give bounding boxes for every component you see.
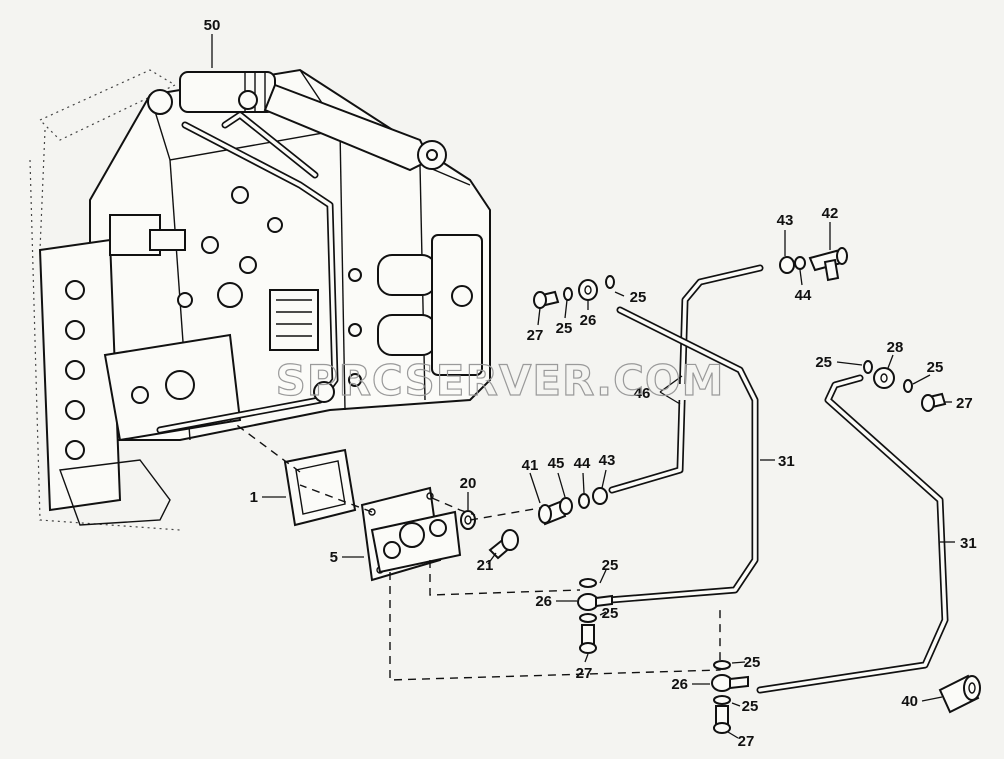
banjo-bolt-part-27-low [713, 705, 731, 734]
seal-ring-part-25-right-a [863, 360, 873, 374]
callout-27-top: 27 [527, 327, 544, 344]
seal-ring-part-25-mid-b [579, 613, 597, 623]
callout-1: 1 [250, 489, 258, 506]
transmission-housing [29, 68, 491, 531]
fitting-part-40 [938, 674, 981, 714]
callout-31-left: 31 [778, 453, 795, 470]
seal-ring-part-25-top-a [563, 287, 573, 301]
callout-25-right-a: 25 [815, 354, 832, 371]
callout-25-top-a: 25 [556, 320, 573, 337]
callout-27-mid: 27 [576, 665, 593, 682]
washer-part-20 [460, 510, 476, 530]
callout-labels: 50 1 5 20 21 27 25 26 25 46 43 42 44 41 … [204, 17, 977, 750]
callout-20: 20 [460, 475, 477, 492]
seal-ring-part-25-right-b [903, 379, 913, 393]
callout-26-low: 26 [671, 676, 688, 693]
nut-part-43-mid [592, 487, 608, 505]
callout-27-low: 27 [738, 733, 755, 750]
watermark: SPRCSERVER.COM [276, 356, 725, 405]
seal-ring-part-25-top-b [605, 275, 615, 289]
valve-cover-part-5 [360, 486, 462, 582]
ring-part-44-mid [578, 493, 590, 509]
callout-41: 41 [522, 457, 539, 474]
hose-part-31-left [606, 306, 759, 604]
banjo-bolt-part-27-right [921, 392, 947, 412]
hose-part-46 [608, 264, 764, 494]
fitting-part-41 [538, 500, 567, 526]
banjo-fitting-part-26-low [711, 674, 749, 692]
callout-25-low-b: 25 [742, 698, 759, 715]
callout-50: 50 [204, 17, 221, 34]
gasket-part-1 [283, 448, 357, 527]
ring-part-45 [559, 497, 573, 515]
callout-40: 40 [901, 693, 918, 710]
bolt-part-21 [488, 529, 519, 560]
banjo-bolt-part-27-top [533, 290, 560, 309]
nut-part-43-top [779, 256, 795, 274]
callout-42: 42 [822, 205, 839, 222]
callout-5: 5 [330, 549, 338, 566]
callout-25-top-b: 25 [630, 289, 647, 306]
callout-43-top: 43 [777, 212, 794, 229]
callout-25-low-a: 25 [744, 654, 761, 671]
tee-fitting-part-42 [808, 247, 848, 282]
callout-31-right: 31 [960, 535, 977, 552]
seal-ring-part-25-low-a [713, 660, 731, 670]
banjo-bolt-part-27-mid [579, 624, 597, 654]
banjo-fitting-part-26-mid [577, 593, 613, 611]
callout-25-mid-a: 25 [602, 557, 619, 574]
hose-part-31-right [756, 374, 949, 694]
callout-28: 28 [887, 339, 904, 356]
callout-45: 45 [548, 455, 565, 472]
callout-27-right: 27 [956, 395, 973, 412]
callout-44-top: 44 [795, 287, 812, 304]
callout-21: 21 [477, 557, 494, 574]
callout-44-mid: 44 [574, 455, 591, 472]
seal-ring-part-25-mid-a [579, 578, 597, 588]
callout-43-mid: 43 [599, 452, 616, 469]
callout-26-top: 26 [580, 312, 597, 329]
ring-part-44-top [794, 256, 806, 270]
callout-25-right-b: 25 [927, 359, 944, 376]
callout-26-mid: 26 [535, 593, 552, 610]
banjo-fitting-part-28 [873, 367, 895, 389]
leader-lines [211, 34, 955, 739]
seal-ring-part-25-low-b [713, 695, 731, 705]
callout-25-mid-b: 25 [602, 605, 619, 622]
banjo-fitting-part-26-top [578, 279, 598, 301]
callout-46: 46 [634, 385, 651, 402]
